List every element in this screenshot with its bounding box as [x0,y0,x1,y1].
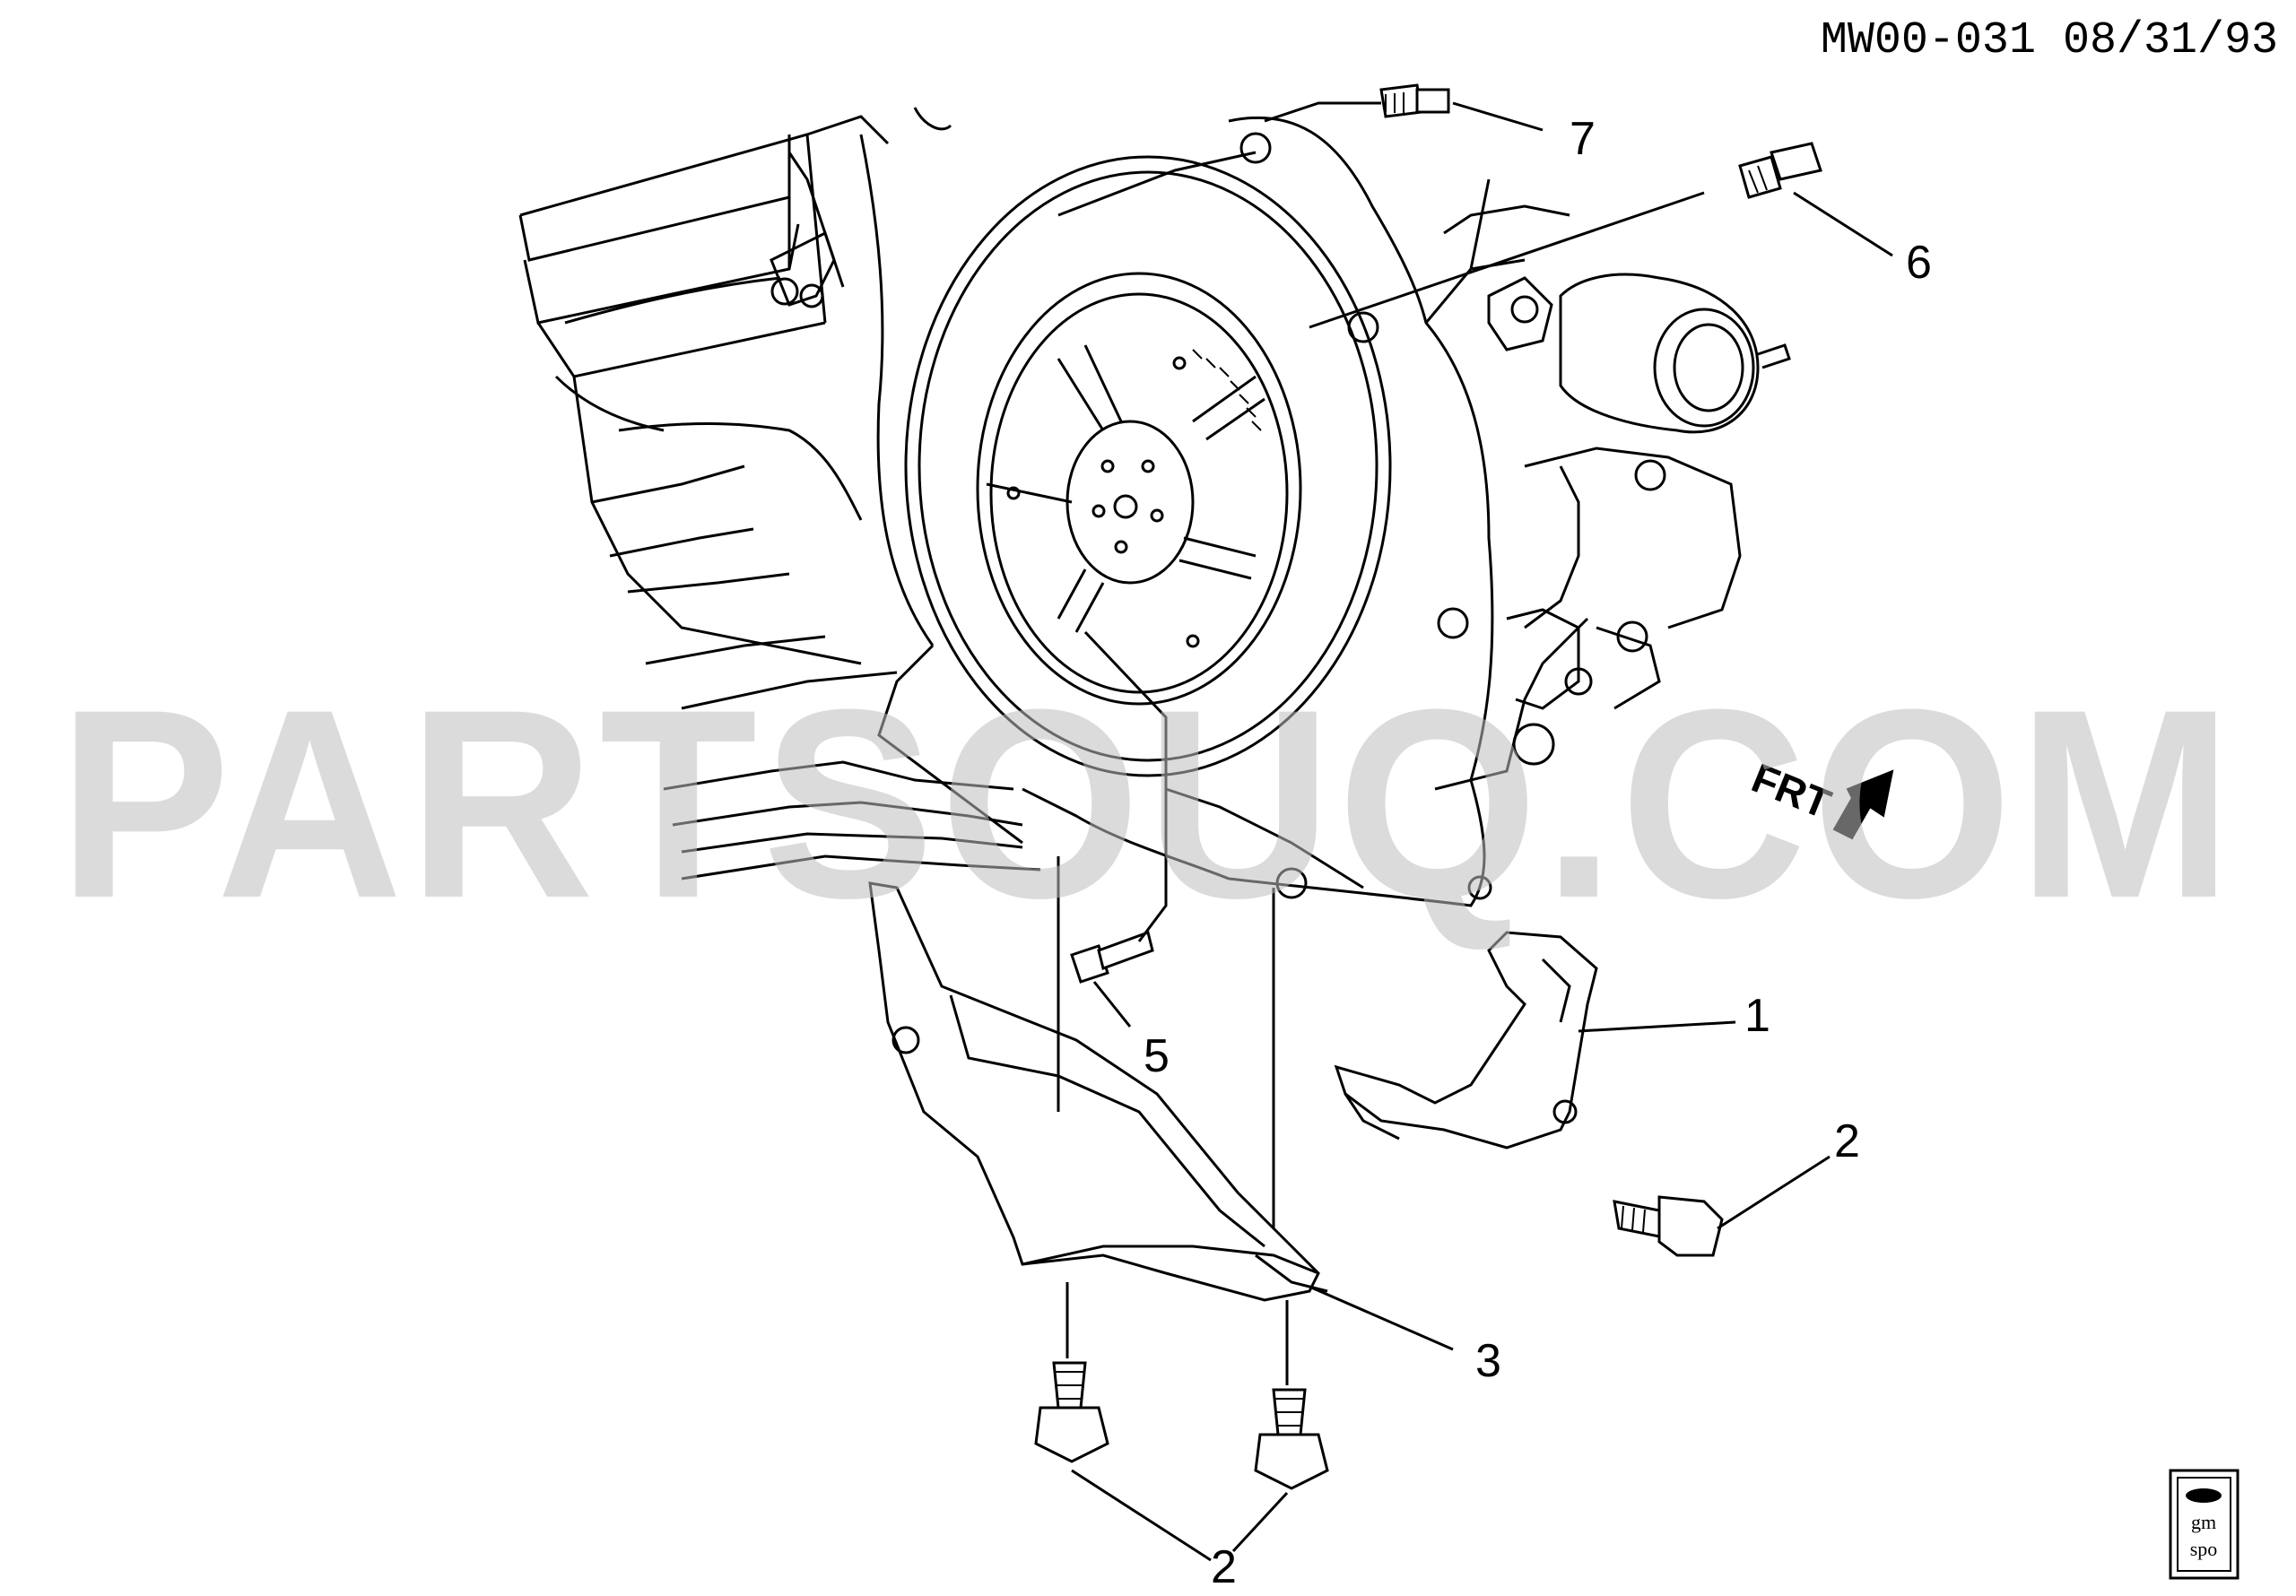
callout-7: 7 [1570,113,1596,165]
bolt-2-bottom-right [1254,1388,1329,1490]
callout-2-bottom: 2 [1211,1541,1237,1593]
transmission-housing [518,107,1041,880]
callout-5: 5 [1144,1030,1170,1082]
stud-6 [1738,142,1822,199]
flywheel-inspection-cover [868,881,1328,1302]
bolt-7 [1379,83,1450,118]
callout-2-right: 2 [1834,1115,1860,1167]
flywheel-housing [1022,116,1589,907]
callout-1: 1 [1744,990,1770,1042]
dust-shield [1334,931,1598,1149]
callout-6: 6 [1906,237,1932,289]
bolt-2-right [1613,1195,1724,1257]
leader-lines [1057,101,1893,1562]
direction-arrow-icon [1832,769,1894,840]
starter-motor [1443,204,1791,710]
drawing-code: MW00-031 08/31/93 [1821,15,2278,66]
bolt-2-bottom-left [1034,1361,1109,1463]
logo-line1: gm [2191,1511,2216,1533]
callout-3: 3 [1475,1335,1501,1387]
gm-spo-logo: gm spo [2169,1469,2239,1580]
logo-line2: spo [2190,1538,2218,1560]
flywheel [904,155,1392,777]
watermark: PARTSOUQ.COM [58,653,2238,954]
